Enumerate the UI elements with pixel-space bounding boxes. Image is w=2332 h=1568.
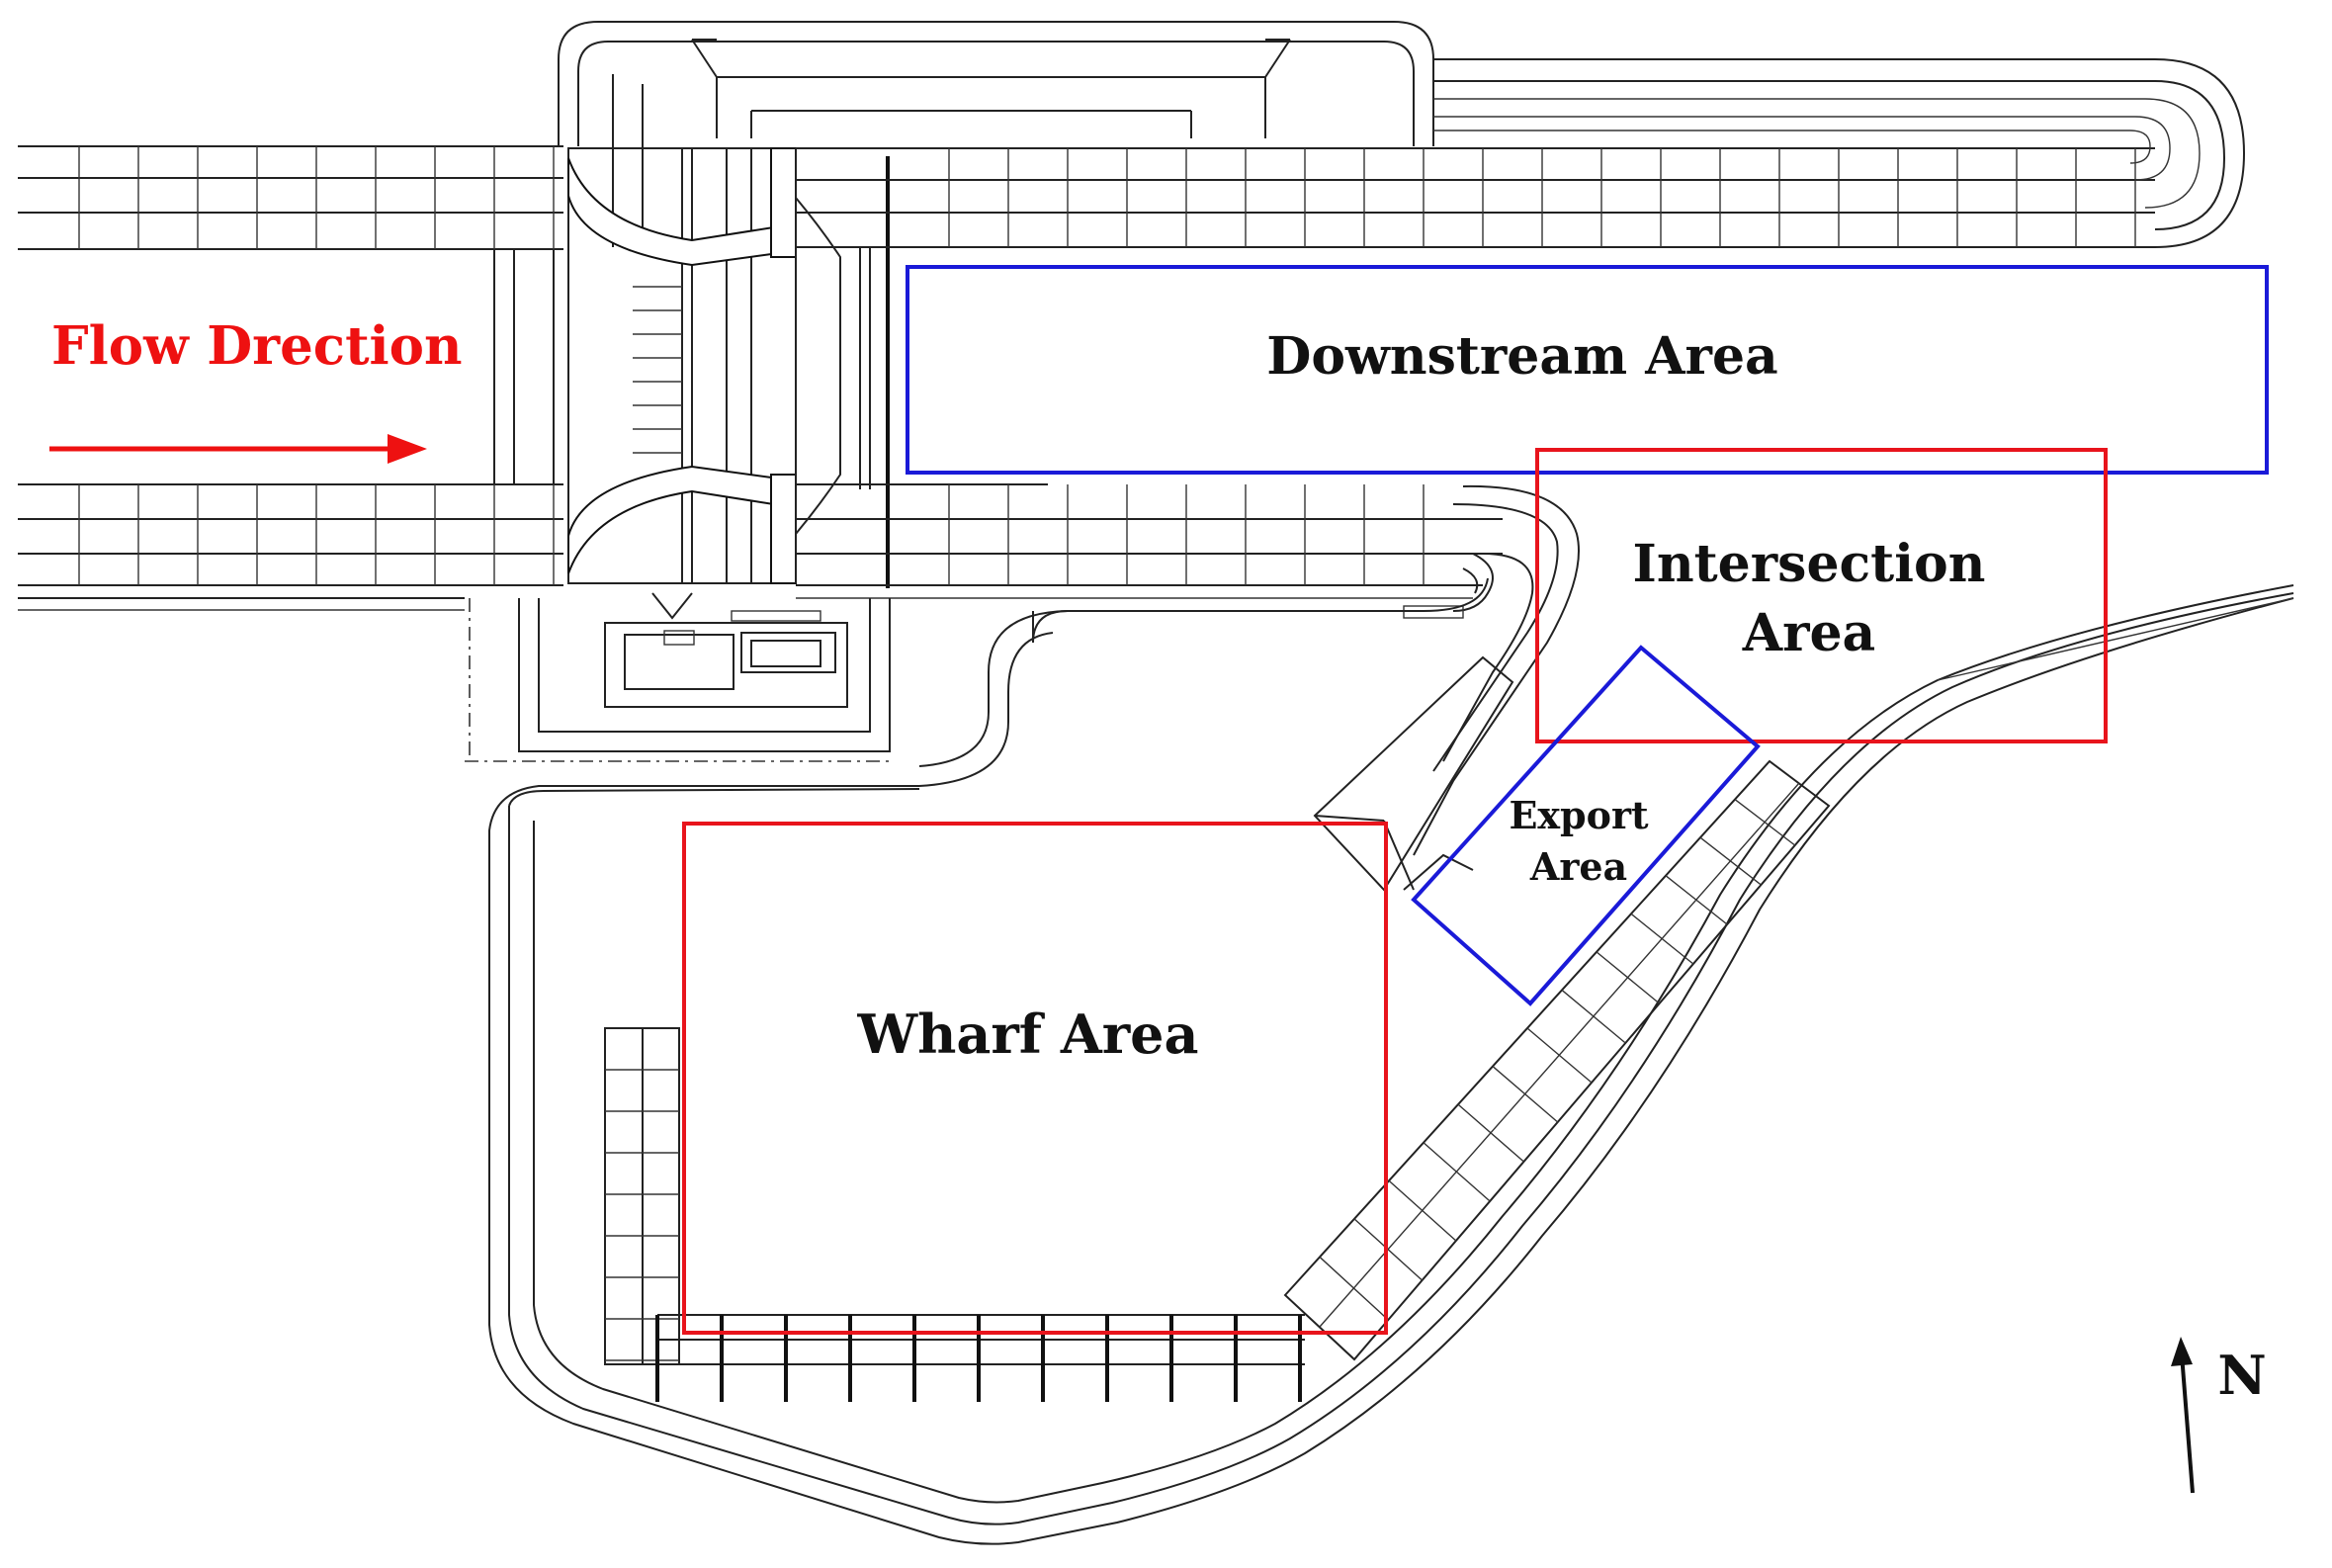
- export-area-label-line1: Export: [1509, 793, 1649, 837]
- lock-downstream-transition: [795, 148, 890, 588]
- lock-chamber: [567, 147, 797, 584]
- wharf-berth-grid-diagonal: [1283, 759, 1831, 1361]
- control-building: [518, 592, 891, 752]
- flow-direction-label: Flow Drection: [51, 315, 463, 377]
- upstream-channel-south: [18, 483, 563, 611]
- wharf-area-label: Wharf Area: [856, 1002, 1198, 1066]
- downstream-channel: [796, 58, 2246, 248]
- wharf-area-frame: [682, 822, 1388, 1335]
- diversion-channel: [1313, 484, 1580, 892]
- export-area-label-line2: Area: [1529, 844, 1627, 889]
- intersection-area-label-line2: Area: [1742, 603, 1876, 663]
- export-area-frame: [1411, 645, 1761, 1006]
- lock-approach: [493, 249, 555, 484]
- north-arrow-icon: [2171, 1337, 2195, 1494]
- downstream-area-label: Downstream Area: [1266, 326, 1777, 387]
- intersection-area-label-line1: Intersection: [1633, 534, 1986, 594]
- wharf-berth-grid-west: [604, 1027, 680, 1365]
- wharf-quay-south: [655, 1314, 1305, 1402]
- north-label: N: [2217, 1344, 2266, 1407]
- downstream-area-frame: [906, 265, 2269, 475]
- intersection-area-frame: [1535, 448, 2108, 743]
- flow-arrow-icon: [49, 434, 427, 464]
- lock-head-structure: [558, 21, 1434, 247]
- wharf-perimeter-road: [465, 577, 2294, 1545]
- middle-channel: [796, 483, 1503, 619]
- upstream-channel-north: [18, 145, 563, 250]
